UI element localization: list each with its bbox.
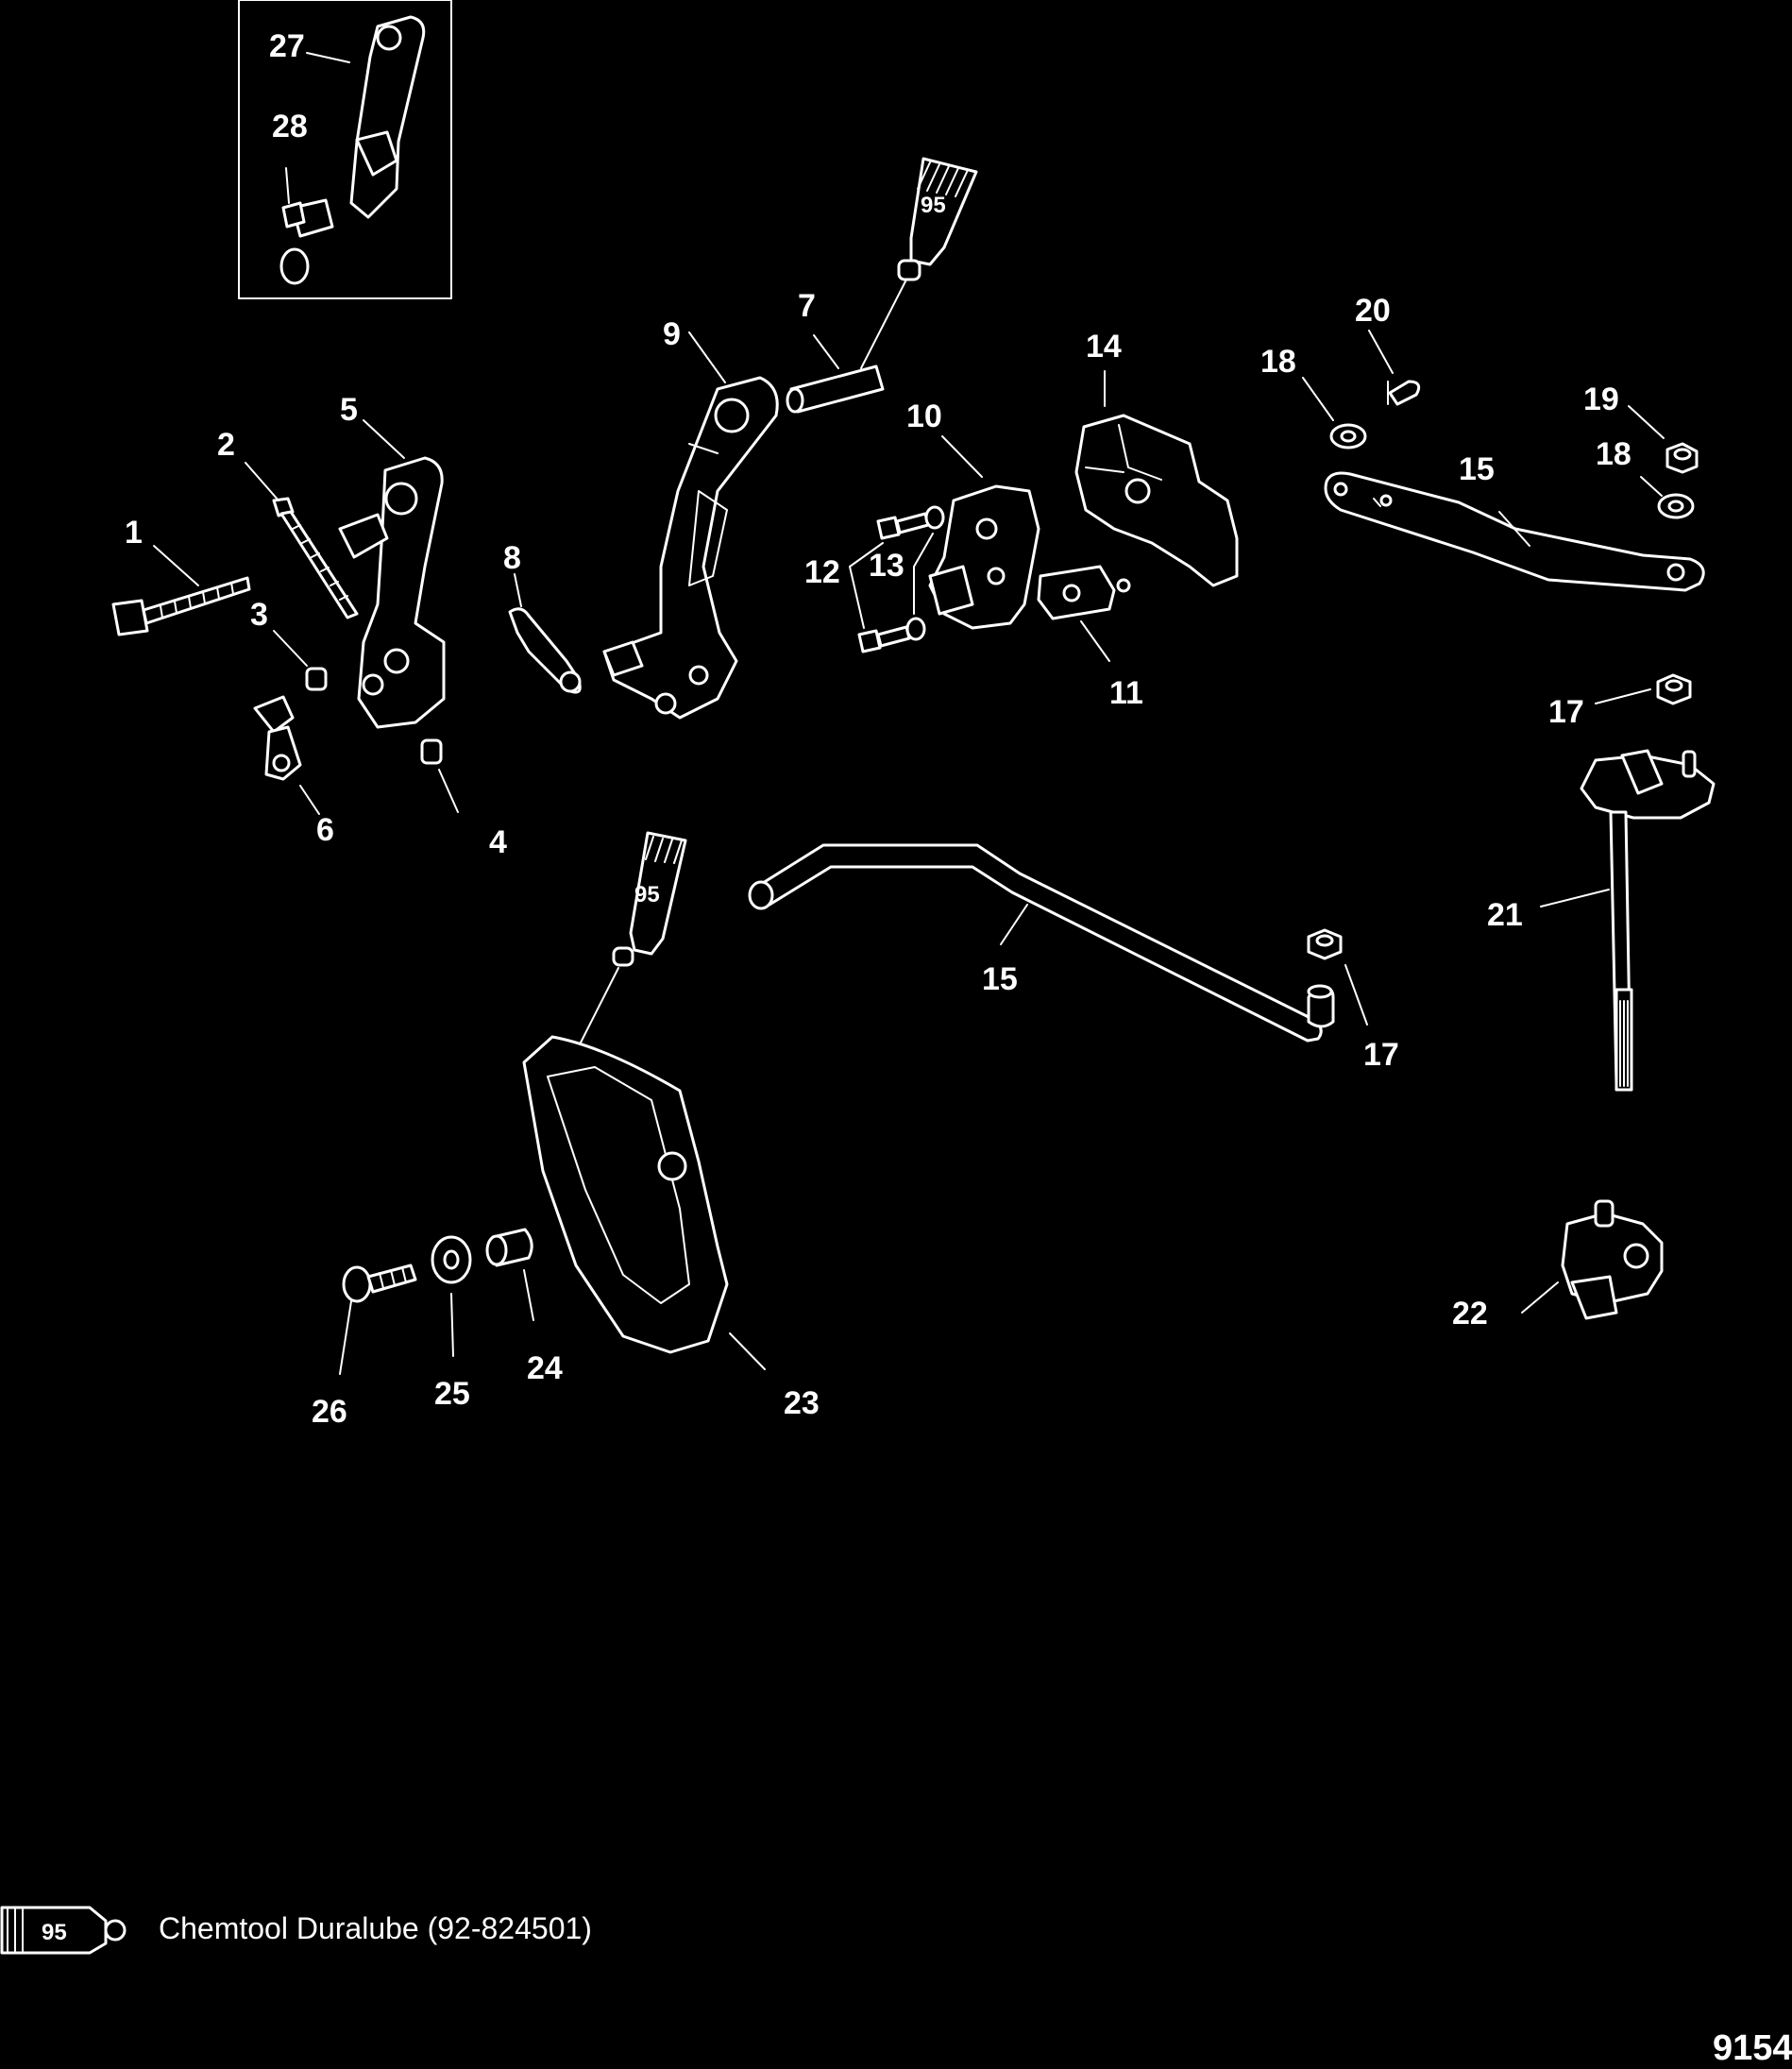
- legend-tube-label: 95: [42, 1920, 67, 1945]
- callout-13: 13: [869, 548, 904, 584]
- callout-17-upper: 17: [1548, 694, 1584, 730]
- callout-7: 7: [798, 288, 816, 324]
- callout-19: 19: [1583, 382, 1619, 417]
- callout-18b: 18: [1596, 436, 1631, 472]
- shaft-21-assembly: 17 21 22: [1452, 673, 1716, 1331]
- callout-16: 15: [1459, 451, 1495, 487]
- legend-tube-icon: 95: [0, 1906, 127, 1955]
- tube-label-lower: 95: [634, 882, 660, 907]
- callout-26: 26: [312, 1394, 347, 1430]
- callout-24: 24: [527, 1350, 563, 1386]
- legend-text: Chemtool Duralube (92-824501): [159, 1911, 592, 1945]
- callout-22: 22: [1452, 1296, 1488, 1331]
- callout-20: 20: [1355, 293, 1391, 329]
- callout-11: 11: [1109, 675, 1143, 711]
- callout-2: 2: [217, 427, 235, 463]
- callout-4: 4: [489, 824, 507, 860]
- callout-25: 25: [434, 1376, 470, 1412]
- arm-9-assembly: 95 7 8 9: [503, 157, 978, 720]
- callout-28: 28: [272, 109, 308, 144]
- callout-1: 1: [125, 515, 143, 551]
- callout-8: 8: [503, 540, 521, 576]
- callout-9: 9: [663, 316, 681, 352]
- bracket-10-assembly: 10 11 12 13: [804, 399, 1143, 711]
- callout-6: 6: [316, 812, 334, 848]
- rod-14-assembly: 15 17: [748, 843, 1399, 1073]
- callout-23: 23: [784, 1385, 820, 1421]
- callout-10: 10: [906, 399, 942, 434]
- callout-12: 12: [804, 554, 840, 590]
- callout-21: 21: [1487, 897, 1523, 933]
- callout-14: 15: [982, 961, 1018, 997]
- callout-3: 3: [250, 597, 268, 633]
- callout-18a: 18: [1260, 344, 1296, 380]
- tube-label-top: 95: [921, 193, 946, 218]
- link-16-assembly: 15 18 18 19 20: [1260, 293, 1705, 592]
- left-bellcrank-assembly: 1 2 3 4 5 6: [111, 392, 507, 860]
- callout-15: 14: [1086, 329, 1122, 365]
- figure-number: 9154: [1713, 2028, 1792, 2068]
- inset-detail: 27 28: [238, 0, 452, 299]
- callout-5: 5: [340, 392, 358, 428]
- callout-27: 27: [269, 28, 305, 64]
- callout-17-lower: 17: [1363, 1037, 1399, 1073]
- block-15: 14: [1074, 329, 1239, 587]
- plate-23-assembly: 95 23 24 25 26: [312, 831, 820, 1430]
